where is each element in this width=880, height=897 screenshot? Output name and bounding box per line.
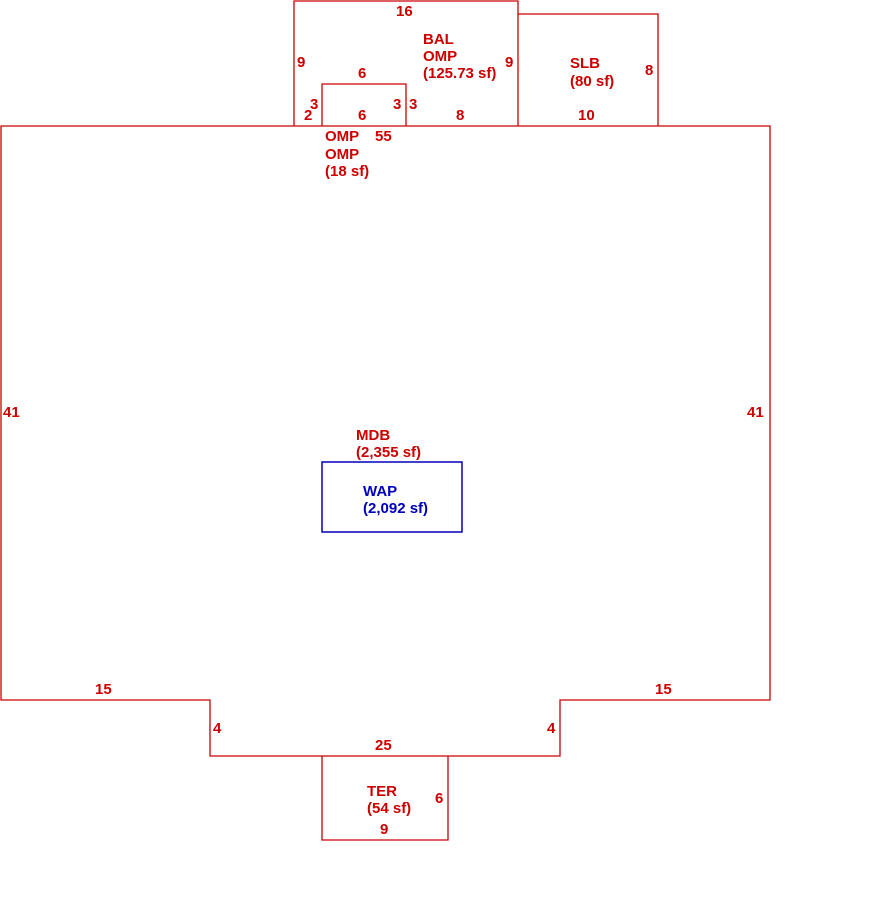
dim-mdb-bottom-right: 15	[655, 681, 672, 698]
bal-sub-label: OMP	[423, 48, 457, 65]
dim-omp-top: 6	[358, 65, 366, 82]
ter-label: TER	[367, 783, 397, 800]
wap-area: (2,092 sf)	[363, 500, 428, 517]
mdb-area: (2,355 sf)	[356, 444, 421, 461]
dim-bal-left: 9	[297, 54, 305, 71]
bal-area: (125.73 sf)	[423, 65, 496, 82]
bal-label: BAL	[423, 31, 454, 48]
dim-omp-sub: 55	[375, 128, 392, 145]
mdb-label: MDB	[356, 427, 390, 444]
slb-label: SLB	[570, 55, 600, 72]
dim-ter-right: 6	[435, 790, 443, 807]
dim-omp-right-outer: 3	[409, 96, 417, 113]
dim-step-bottom: 25	[375, 737, 392, 754]
slab-outline	[518, 13, 659, 126]
main-dwelling-outline	[0, 125, 771, 757]
terrace-outline	[321, 756, 449, 841]
balcony-outline	[293, 0, 519, 126]
dim-step-right: 4	[547, 720, 556, 737]
dim-ter-bottom: 9	[380, 821, 388, 838]
omp-area: (18 sf)	[325, 163, 369, 180]
dim-mdb-right: 41	[747, 404, 764, 421]
slb-area: (80 sf)	[570, 73, 614, 90]
omp-label: OMP	[325, 128, 359, 145]
ter-area: (54 sf)	[367, 800, 411, 817]
dim-bal-bottom-right: 8	[456, 107, 464, 124]
dim-omp-left: 3	[310, 96, 318, 113]
dim-mdb-left: 41	[3, 404, 20, 421]
dim-mdb-bottom-left: 15	[95, 681, 112, 698]
dim-bal-right: 9	[505, 54, 513, 71]
dim-bal-left-lower: 2	[304, 107, 312, 124]
omp-sub-label: OMP	[325, 146, 359, 163]
dim-bal-top: 16	[396, 3, 413, 20]
dim-omp-bottom: 6	[358, 107, 366, 124]
dim-slb-right: 8	[645, 62, 653, 79]
dim-omp-right-inner: 3	[393, 96, 401, 113]
dim-step-left: 4	[213, 720, 222, 737]
dim-slb-bottom: 10	[578, 107, 595, 124]
wap-area-outline	[321, 461, 463, 533]
wap-label: WAP	[363, 483, 397, 500]
porch-outline	[321, 83, 407, 126]
